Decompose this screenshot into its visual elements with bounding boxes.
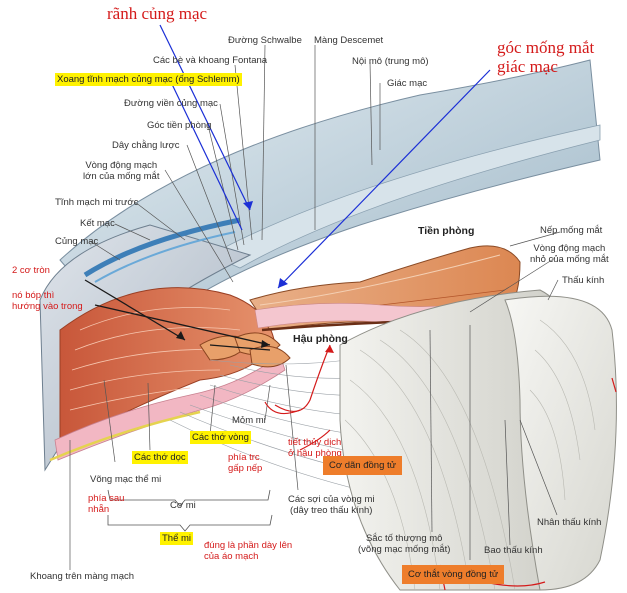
label-cac-tho-vong: Các thớ vòng (190, 431, 251, 444)
label-cac-tho-doc: Các thớ dọc (132, 451, 188, 464)
label-vong-dong-mach-lon: Vòng động mạch lớn của mống mắt (83, 160, 160, 182)
label-xoang-tinh-mach: Xoang tĩnh mạch củng mạc (ống Schlemm) (55, 73, 242, 86)
label-duong-schwalbe: Đường Schwalbe (228, 35, 302, 46)
cornea-inner-band (209, 124, 601, 269)
label-cung-mac: Củng mạc (55, 236, 99, 247)
label-tinh-mach-mi-truoc: Tĩnh mạch mi trước (55, 197, 139, 208)
label-phia-truoc: phía trc gấp nếp (228, 452, 263, 474)
label-day-chang-luoc: Dây chằng lược (112, 140, 180, 151)
label-mang-descemet: Màng Descemet (314, 35, 384, 46)
label-tiet-thuy-dich: tiết thủy dịch ở hậu phòng (288, 437, 342, 459)
label-khoang-tren-mang-mach: Khoang trên màng mạch (30, 571, 135, 582)
label-vong-mac-the-mi: Võng mạc thể mi (90, 474, 162, 485)
label-nhan-thau-kinh: Nhân thấu kính (537, 517, 602, 528)
label-bao-thau-kinh: Bao thấu kính (484, 545, 543, 556)
label-tien-phong: Tiền phòng (418, 225, 475, 237)
label-the-mi: Thể mi (160, 532, 194, 545)
label-thau-kinh: Thấu kính (562, 275, 605, 286)
label-duong-vien-cung-mac: Đường viền củng mạc (124, 98, 218, 109)
label-ranh-cung-mac: rãnh củng mạc (107, 4, 208, 23)
label-vong-dong-mach-nho: Vòng động mạch nhỏ của mống mắt (530, 243, 609, 265)
label-cac-be-khoang-fontana: Các bè và khoang Fontana (153, 55, 268, 66)
label-co-dan-dong-tu: Cơ dãn đồng tử (323, 456, 402, 475)
label-giac-mac: Giác mạc (387, 78, 428, 89)
lens-face (504, 295, 617, 591)
label-no-bop: nó bóp thì hướng vào trong (12, 290, 83, 312)
label-phia-sau: phía sau nhẵn (88, 493, 125, 515)
label-nep-mong-mat: Nếp mống mắt (540, 225, 603, 236)
label-hau-phong: Hậu phòng (293, 333, 348, 345)
label-sac-to-thuong-mo: Sắc tố thượng mô (võng mạc mống mắt) (358, 533, 451, 555)
label-hai-co-tron: 2 cơ tròn (12, 265, 50, 276)
label-cac-soi-vong-mi: Các sợi của vòng mi (dây treo thấu kính) (288, 494, 375, 516)
label-mom-mi: Mỏm mi (232, 415, 266, 426)
label-dung-la: đúng là phần dày lên của áo mạch (204, 540, 293, 562)
label-goc-tien-phong: Góc tiền phòng (147, 120, 212, 131)
label-co-that-vong-dong-tu: Cơ thắt vòng đồng tử (402, 565, 505, 584)
label-co-mi: Cơ mi (170, 500, 196, 511)
label-noi-mo: Nội mô (trung mô) (352, 56, 429, 67)
label-ket-mac: Kết mạc (80, 218, 115, 229)
label-goc-mong-mat: góc mống mắt giác mạc (497, 38, 595, 76)
